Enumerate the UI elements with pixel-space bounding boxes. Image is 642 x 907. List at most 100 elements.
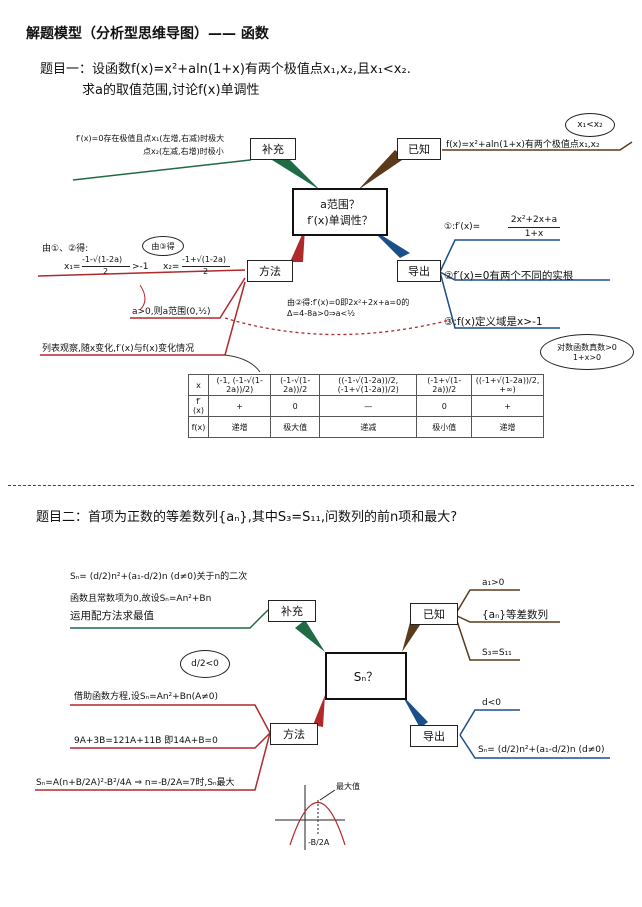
p1-supplement-text1: f′(x)=0存在极值且点x₁(左增,右减)时极大 bbox=[76, 134, 225, 143]
graph-label-max: 最大值 bbox=[336, 782, 360, 791]
p1-node-method: 方法 bbox=[247, 260, 293, 282]
p2-supplement-line1: Sₙ= (d/2)n²+(a₁-d/2)n (d≠0)关于n的二次 bbox=[70, 572, 248, 582]
p1-dotted-arc bbox=[224, 317, 451, 336]
p2-center-node: Sₙ？ bbox=[325, 652, 407, 700]
p2-question: 题目二：首项为正数的等差数列{aₙ},其中S₃=S₁₁,问数列的前n项和最大? bbox=[36, 510, 458, 525]
p2-method3: Sₙ=A(n+B/2A)²-B²/4A ⇒ n=-B/2A=7时,Sₙ最大 bbox=[36, 778, 235, 788]
p1-line-derive-3 bbox=[439, 271, 560, 329]
table-cell: — bbox=[319, 395, 418, 417]
table-cell: + bbox=[471, 395, 544, 417]
p1-method-x2-den: 2 bbox=[203, 267, 209, 276]
p2-derive1: d<0 bbox=[482, 698, 501, 708]
p1-branch-known bbox=[358, 150, 405, 190]
p1-center-line2: f′(x)单调性？ bbox=[307, 214, 373, 227]
p1-line-method-b bbox=[130, 277, 246, 319]
p1-variation-table: x (-1, (-1-√(1-2a))/2) (-1-√(1-2a))/2 ((… bbox=[188, 374, 544, 438]
p2-line-supplement bbox=[70, 609, 269, 629]
table-cell: f(x) bbox=[188, 416, 209, 438]
table-cell: x bbox=[188, 374, 209, 396]
p1-arrow-range bbox=[139, 284, 146, 311]
p2-known2: {aₙ}等差数列 bbox=[482, 609, 548, 621]
p1-derive3-bubble-line2: 1+x>0 bbox=[572, 353, 602, 362]
p2-node-known: 已知 bbox=[410, 603, 458, 625]
p1-branch-method bbox=[290, 228, 305, 262]
p1-branch-supplement bbox=[272, 155, 320, 190]
p2-supplement-line3: 运用配方法求最值 bbox=[70, 610, 154, 622]
p1-line-method-a bbox=[37, 269, 246, 277]
table-cell: 0 bbox=[416, 395, 473, 417]
table-cell: 递增 bbox=[207, 416, 272, 438]
p1-derive1-den: 1+x bbox=[524, 229, 544, 239]
p1-node-known: 已知 bbox=[397, 138, 441, 160]
p1-method-range: a>0,则a范围(0,½) bbox=[132, 307, 211, 317]
p1-line-derive-2 bbox=[439, 271, 610, 281]
p1-method-gt: >-1 bbox=[132, 262, 149, 272]
p1-method-x1-num: -1-√(1-2a) bbox=[82, 255, 123, 264]
p2-line-known-2 bbox=[454, 614, 560, 623]
p2-node-supplement: 补充 bbox=[268, 600, 316, 622]
p2-known1: a₁>0 bbox=[482, 578, 505, 588]
p1-method-x1-bar bbox=[82, 266, 130, 267]
p1-question-line2: 求a的取值范围,讨论f(x)单调性 bbox=[82, 83, 260, 98]
p2-line-method-1 bbox=[70, 704, 271, 734]
table-row: f′(x) + 0 — 0 + bbox=[188, 395, 544, 417]
p1-method-list: 列表观察,随x变化,f′(x)与f(x)变化情况 bbox=[42, 344, 195, 354]
p1-method-x1-den: 2 bbox=[103, 267, 109, 276]
p1-derive1-label: ①:f′(x)= bbox=[444, 222, 481, 232]
table-cell: f′(x) bbox=[188, 395, 209, 417]
p2-line-method-3 bbox=[35, 732, 271, 791]
p2-line-derive-2 bbox=[459, 734, 610, 759]
p1-method-note-line2: Δ=4-8a>0⇒a<½ bbox=[287, 309, 355, 318]
table-cell: (-1, (-1-√(1-2a))/2) bbox=[207, 374, 272, 396]
p1-derive3-bubble-line1: 对数函数真数>0 bbox=[557, 343, 617, 352]
p2-method2: 9A+3B=121A+11B 即14A+B=0 bbox=[74, 736, 218, 746]
table-row: x (-1, (-1-√(1-2a))/2) (-1-√(1-2a))/2 ((… bbox=[188, 374, 544, 396]
p1-derive1-num: 2x²+2x+a bbox=[510, 215, 558, 225]
page-title: 解题模型（分析型思维导图）—— 函数 bbox=[26, 26, 269, 42]
p2-method1: 借助函数方程,设Sₙ=An²+Bn(A≠0) bbox=[74, 692, 219, 702]
p1-derive2-text: ②f′(x)=0有两个不同的实根 bbox=[444, 270, 574, 282]
p2-line-method-2 bbox=[70, 732, 271, 749]
p1-node-derive: 导出 bbox=[397, 260, 441, 282]
p2-derive2: Sₙ= (d/2)n²+(a₁-d/2)n (d≠0) bbox=[478, 745, 605, 755]
p1-derive3-text: ③:f(x)定义域是x>-1 bbox=[444, 316, 543, 328]
p2-bubble: d/2<0 bbox=[180, 650, 230, 678]
section-divider bbox=[8, 485, 634, 486]
p2-line-known-3 bbox=[454, 614, 520, 661]
graph-parabola bbox=[289, 801, 346, 846]
table-cell: (-1+√(1-2a))/2 bbox=[416, 374, 473, 396]
table-cell: 递增 bbox=[471, 416, 544, 438]
table-cell: 递减 bbox=[319, 416, 418, 438]
table-cell: ((-1+√(1-2a))/2, +∞) bbox=[471, 374, 544, 396]
p1-question-line1: 题目一：设函数f(x)=x²+aln(1+x)有两个极值点x₁,x₂,且x₁<x… bbox=[40, 62, 411, 77]
p2-branch-derive bbox=[402, 695, 428, 728]
p2-node-method: 方法 bbox=[270, 723, 318, 745]
p2-line-derive-1 bbox=[459, 709, 520, 736]
table-cell: 0 bbox=[270, 395, 321, 417]
p1-method-x2-bar bbox=[182, 266, 230, 267]
p1-arrow-list bbox=[224, 354, 261, 373]
p1-center-node: a范围？ f′(x)单调性？ bbox=[292, 188, 388, 236]
p2-known3: S₃=S₁₁ bbox=[482, 648, 512, 658]
p1-derive1-fraction-bar bbox=[508, 227, 560, 228]
p1-method-note-line1: 由②得:f′(x)=0即2x²+2x+a=0的 bbox=[287, 298, 410, 307]
p1-known-bubble: x₁<x₂ bbox=[565, 113, 615, 137]
p1-supplement-text2: 点x₂(左减,右增)时极小 bbox=[143, 147, 224, 156]
p1-line-known bbox=[442, 141, 633, 151]
table-row: f(x) 递增 极大值 递减 极小值 递增 bbox=[188, 416, 544, 438]
p1-derive3-bubble: 对数函数真数>0 1+x>0 bbox=[540, 334, 634, 370]
p2-branch-supplement bbox=[295, 620, 325, 652]
p1-known-text: f(x)=x²+aln(1+x)有两个极值点x₁,x₂ bbox=[446, 140, 600, 150]
table-cell: 极小值 bbox=[416, 416, 473, 438]
p1-method-from12: 由①、②得: bbox=[42, 244, 89, 254]
p2-supplement-line2: 函数且常数项为0,故设Sₙ=An²+Bn bbox=[70, 594, 212, 604]
graph-max-pointer bbox=[319, 789, 336, 801]
table-cell: ((-1-√(1-2a))/2, (-1+√(1-2a))/2) bbox=[319, 374, 418, 396]
p1-method-from3-bubble: 由③得 bbox=[142, 236, 184, 256]
p1-method-x2-label: x₂= bbox=[163, 262, 180, 272]
table-cell: (-1-√(1-2a))/2 bbox=[270, 374, 321, 396]
table-cell: + bbox=[207, 395, 272, 417]
p1-center-line1: a范围？ bbox=[320, 198, 360, 211]
p2-branch-method bbox=[313, 695, 325, 727]
